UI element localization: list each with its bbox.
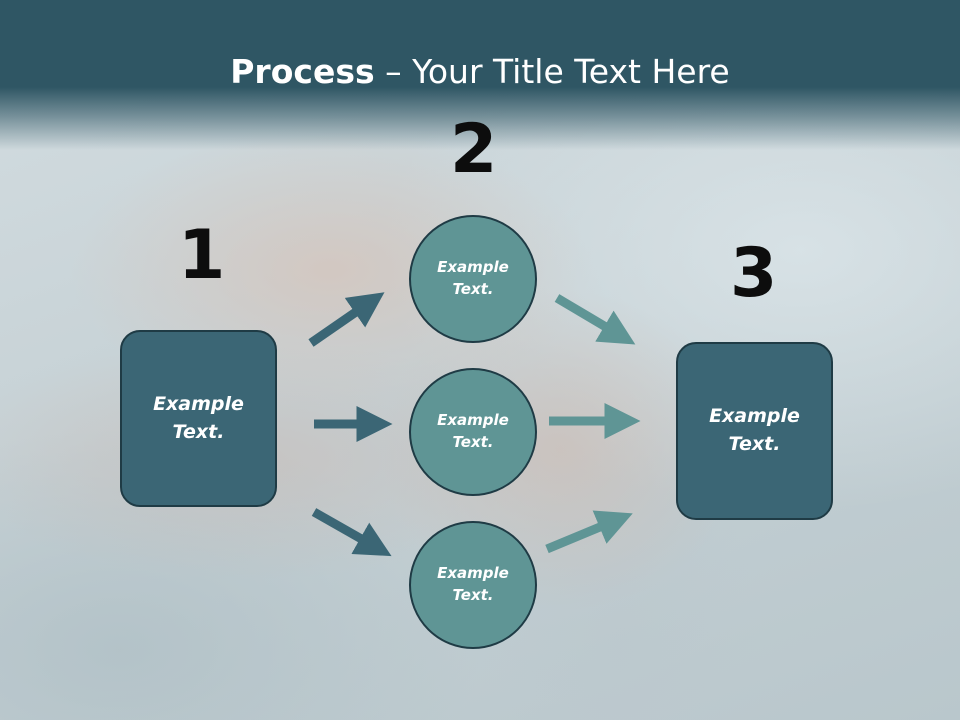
title-bar xyxy=(0,0,960,150)
top-circle-text: Example Text. xyxy=(437,258,509,298)
step-number-2: 2 xyxy=(450,110,498,189)
middle-circle-text: Example Text. xyxy=(437,411,509,451)
right-process-box: Example Text. xyxy=(676,342,833,520)
right-box-text: Example Text. xyxy=(709,405,800,455)
arrow-bottom-to-right xyxy=(545,510,633,554)
bottom-circle-text: Example Text. xyxy=(437,564,509,604)
left-process-box: Example Text. xyxy=(120,330,277,507)
middle-circle: Example Text. xyxy=(409,368,537,496)
slide-title: Process – Your Title Text Here xyxy=(0,52,960,91)
title-bold: Process xyxy=(230,52,375,91)
title-rest: – Your Title Text Here xyxy=(374,52,730,91)
top-circle: Example Text. xyxy=(409,215,537,343)
step-number-1: 1 xyxy=(178,216,226,295)
arrow-top-to-right xyxy=(554,294,636,345)
bottom-circle: Example Text. xyxy=(409,521,537,649)
left-box-text: Example Text. xyxy=(153,392,244,443)
arrow-left-to-top xyxy=(308,292,385,347)
step-number-3: 3 xyxy=(730,234,778,313)
arrow-left-to-bottom xyxy=(311,508,392,557)
